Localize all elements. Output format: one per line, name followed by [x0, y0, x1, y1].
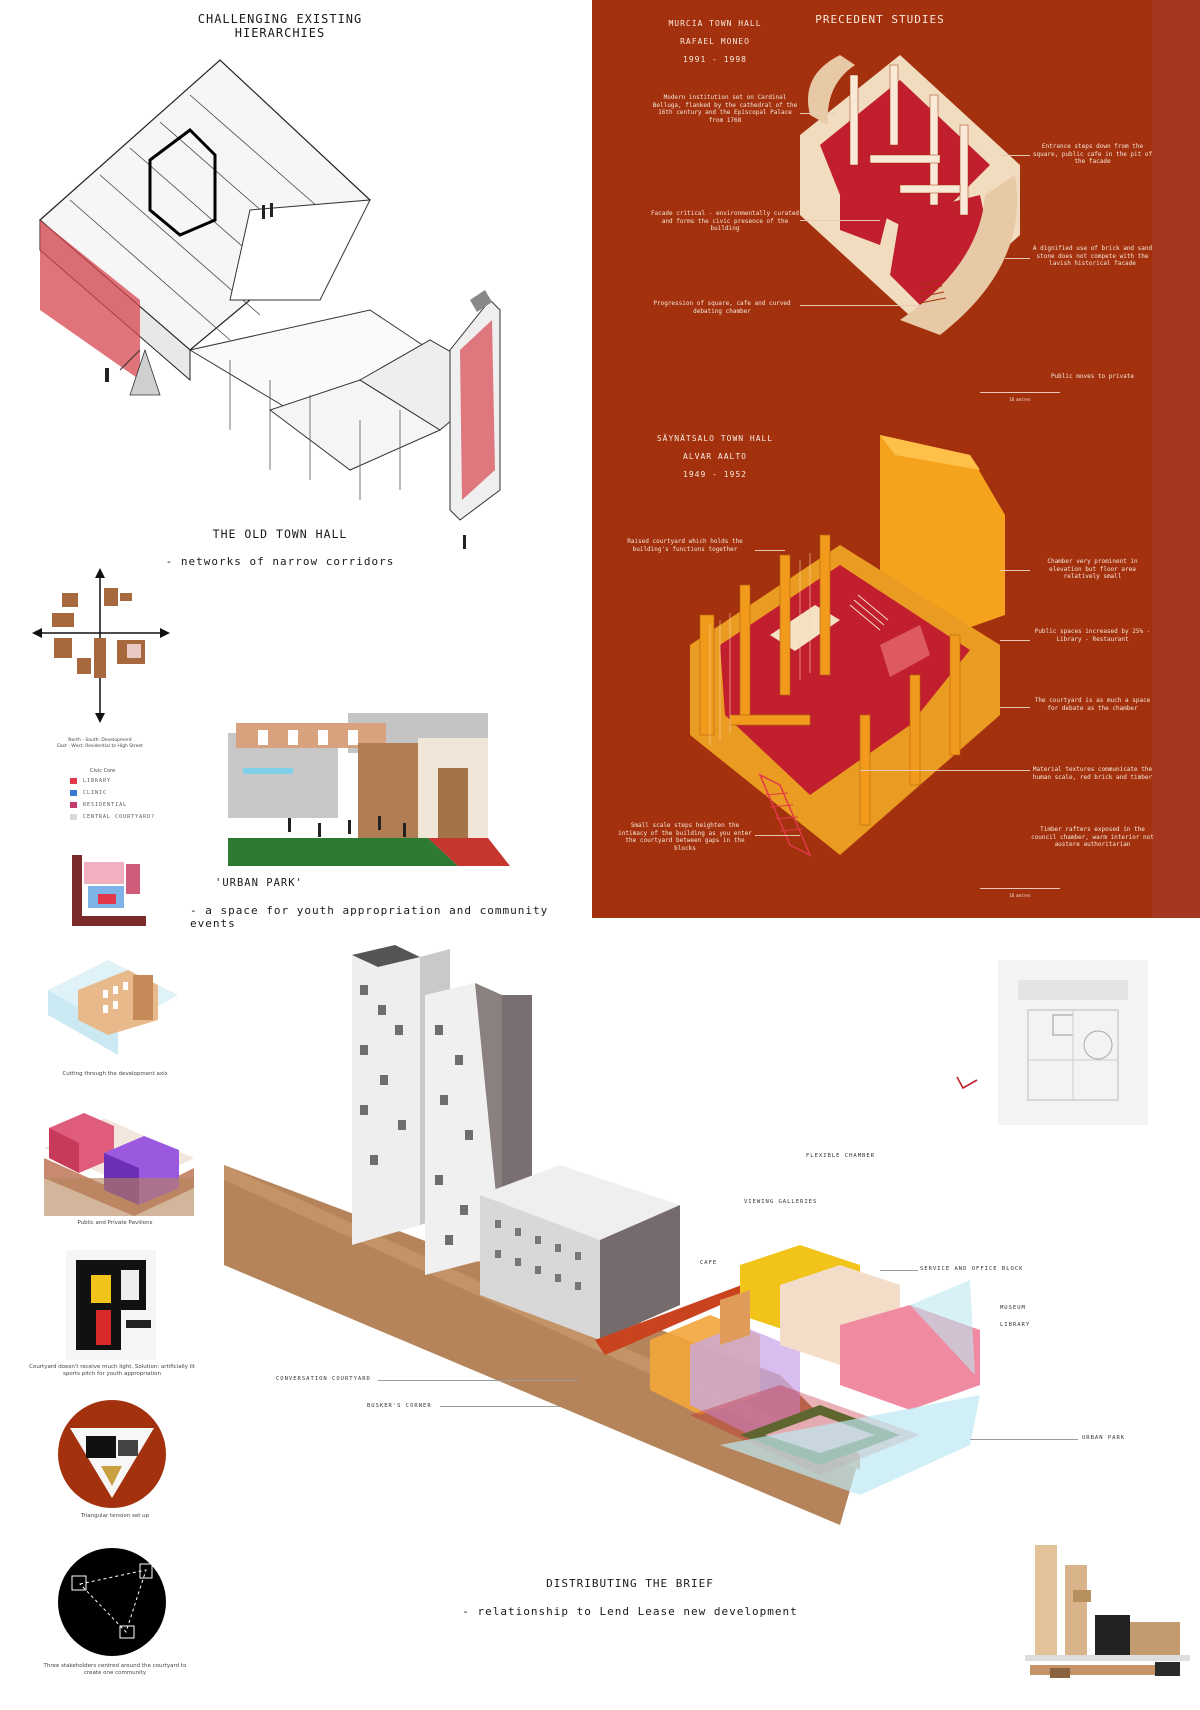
swatch-residential: [70, 802, 77, 808]
old-hall-title: THE OLD TOWN HALL: [212, 527, 348, 541]
triangular-tension-diagram: [58, 1400, 166, 1508]
swatch-library: [70, 778, 77, 784]
saynatsalo-note-6: Material textures communicate the human …: [1032, 766, 1153, 781]
axis-caption-1: North - South: Development: [68, 738, 132, 743]
civic-core-plan: [70, 852, 148, 928]
label-library: LIBRARY: [1000, 1322, 1031, 1328]
context-plan-thumbnail: [998, 960, 1148, 1125]
leader-murcia-5: [1005, 258, 1030, 259]
legend-item-library: LIBRARY: [70, 775, 190, 787]
murcia-scale-bar: [980, 392, 1060, 393]
leader-murcia-1: [800, 113, 835, 114]
label-flexible-chamber: FLEXIBLE CHAMBER: [806, 1153, 875, 1159]
label-buskers-corner: BUSKER'S CORNER: [367, 1403, 432, 1409]
saynatsalo-scale: 10 metres: [1009, 893, 1031, 898]
saynatsalo-note-7: Timber rafters exposed in the council ch…: [1031, 826, 1154, 848]
murcia-scale: 10 metres: [1009, 397, 1031, 402]
saynatsalo-note-3: Chamber very prominent in elevation but …: [1047, 558, 1138, 580]
old-hall-subtitle: - networks of narrow corridors: [165, 555, 395, 568]
leader-saynatsalo-4: [1000, 640, 1030, 641]
leader-conversation-courtyard: [378, 1380, 578, 1381]
civic-core-legend: Civic Core LIBRARY CLINIC RESIDENTIAL CE…: [70, 768, 190, 823]
urban-park-title: 'URBAN PARK': [215, 877, 303, 889]
pavilions-diagram: [44, 1113, 194, 1216]
label-urban-park: URBAN PARK: [1082, 1435, 1126, 1441]
development-axis-diagram: [48, 960, 178, 1055]
saynatsalo-axonometric: [690, 435, 1005, 857]
legend-item-residential: RESIDENTIAL: [70, 799, 190, 811]
leader-saynatsalo-5: [1000, 707, 1030, 708]
murcia-note-2: Facade critical - environmentally curate…: [650, 210, 800, 232]
murcia-architect: RAFAEL MONEO: [680, 37, 750, 46]
label-viewing-galleries: VIEWING GALLERIES: [744, 1199, 818, 1205]
legend-item-clinic: CLINIC: [70, 787, 190, 799]
leader-service-office: [880, 1270, 918, 1271]
precedent-heading: PRECEDENT STUDIES: [815, 13, 945, 26]
leader-saynatsalo-1: [755, 550, 785, 551]
urban-park-subtitle: - a space for youth appropriation and co…: [190, 904, 549, 930]
physical-model-photo: [1025, 1545, 1190, 1678]
caption-courtyard-light: Courtyard doesn't receive much light. So…: [29, 1364, 195, 1377]
label-museum: MUSEUM: [1000, 1305, 1026, 1311]
brief-title: DISTRIBUTING THE BRIEF: [546, 1577, 714, 1590]
caption-pavilions: Public and Private Pavilions: [77, 1220, 153, 1226]
saynatsalo-note-2: Small scale steps heighten the intimacy …: [618, 822, 752, 852]
heading-challenging: CHALLENGING EXISTING HIERARCHIES: [197, 12, 363, 40]
saynatsalo-note-5: The courtyard is as much a space for deb…: [1034, 697, 1151, 712]
legend-title: Civic Core: [90, 768, 116, 774]
label-service-office: SERVICE AND OFFICE BLOCK: [920, 1266, 1024, 1272]
leader-murcia-3: [800, 305, 940, 306]
axis-caption-2: East - West: Residential to High Street: [57, 744, 143, 749]
urban-park-image: [228, 708, 510, 866]
swatch-courtyard: [70, 814, 77, 820]
brief-axonometric: [224, 945, 980, 1525]
courtyard-light-diagram: [66, 1250, 156, 1360]
caption-development-axis: Cutting through the development axis: [62, 1071, 168, 1077]
leader-murcia-4: [1000, 155, 1030, 156]
leader-saynatsalo-2: [755, 835, 800, 836]
saynatsalo-scale-bar: [980, 888, 1060, 889]
label-cafe: CAFE: [700, 1260, 718, 1266]
precedent-edge-strip: [1152, 0, 1200, 918]
leader-saynatsalo-6: [860, 770, 1030, 771]
murcia-note-6: Public moves to private: [1050, 373, 1135, 380]
legend-item-courtyard: CENTRAL COURTYARD?: [70, 811, 190, 823]
annotation-tick-icon: [956, 1076, 978, 1090]
saynatsalo-architect: ALVAR AALTO: [683, 452, 747, 461]
axis-diagram: [32, 568, 170, 723]
leader-buskers-corner: [440, 1406, 560, 1407]
brief-subtitle: - relationship to Lend Lease new develop…: [462, 1605, 798, 1618]
murcia-note-5: A dignified use of brick and sand stone …: [1032, 245, 1153, 267]
saynatsalo-years: 1949 - 1952: [683, 470, 747, 479]
murcia-note-3: Progression of square, cafe and curved d…: [653, 300, 791, 315]
saynatsalo-note-1: Raised courtyard which holds the buildin…: [627, 538, 743, 553]
leader-murcia-2: [800, 220, 880, 221]
leader-urban-park: [970, 1439, 1078, 1440]
murcia-years: 1991 - 1998: [683, 55, 747, 64]
murcia-note-4: Entrance steps down from the square, pub…: [1032, 143, 1153, 165]
stakeholders-diagram: [58, 1548, 166, 1656]
saynatsalo-note-4: Public spaces increased by 25% - Library…: [1034, 628, 1151, 643]
label-conversation-courtyard: CONVERSATION COURTYARD: [276, 1376, 371, 1382]
leader-saynatsalo-3: [1000, 570, 1030, 571]
murcia-note-1: Modern institution set on Cardinal Bellu…: [652, 94, 798, 124]
murcia-axonometric: [800, 55, 1020, 335]
swatch-clinic: [70, 790, 77, 796]
old-town-hall-axonometric: [39, 59, 501, 549]
saynatsalo-name: SÄYNÄTSALO TOWN HALL: [656, 434, 774, 443]
caption-triangular-tension: Triangular tension set up: [80, 1513, 150, 1519]
caption-stakeholders: Three stakeholders centred around the co…: [43, 1663, 187, 1676]
murcia-name: MURCIA TOWN HALL: [668, 19, 762, 28]
